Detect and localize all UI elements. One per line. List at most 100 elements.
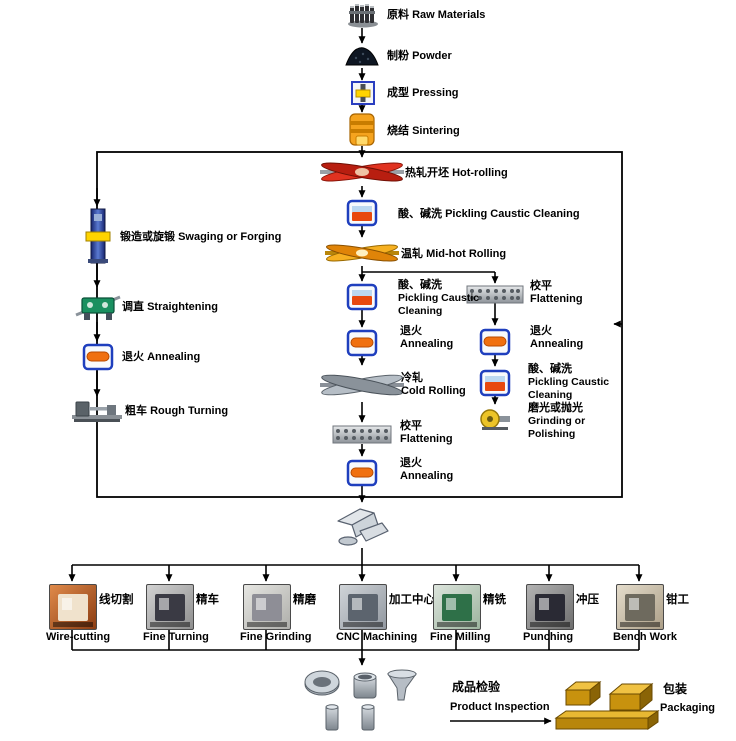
label-hot-rolling: 热轧开坯 Hot-rolling: [405, 167, 508, 180]
flattening-leveler-icon: [466, 285, 524, 304]
punching-en: Punching: [523, 631, 574, 643]
powder-pile-icon: [345, 47, 379, 66]
bench-work-image: [616, 584, 664, 630]
hot-rolling-icon: [320, 162, 404, 182]
fine-grinding-machine-image: [243, 584, 291, 630]
flattening-c-zh: 校平: [400, 420, 422, 432]
pickling-r-en2: Cleaning: [528, 389, 573, 401]
label-product-inspection-en: Product Inspection: [450, 701, 550, 714]
label-mid-hot-rolling: 温轧 Mid-hot Rolling: [401, 248, 506, 261]
fine-milling-zh: 精铣: [483, 594, 506, 606]
fine-grinding-zh: 精磨: [293, 594, 316, 606]
fine-turning-en: Fine Turning: [143, 631, 209, 643]
flattening-r-zh: 校平: [530, 280, 552, 292]
grinding-zh: 磨光或抛光: [528, 402, 583, 414]
label-annealing-left: 退火 Annealing: [122, 351, 200, 364]
annealing-r-en: Annealing: [530, 338, 584, 350]
packaging-crates-icon: [554, 680, 660, 730]
hot-rolling-zh: 热轧开坯: [405, 167, 449, 179]
pressing-zh: 成型: [387, 87, 409, 99]
label-powder: 制粉 Powder: [387, 50, 452, 63]
sintering-en: Sintering: [412, 125, 460, 137]
station-fine-turning: 精车 Fine Turning: [143, 584, 219, 646]
annealing-furnace-icon: [346, 329, 378, 357]
pickling-tank-icon: [346, 199, 378, 227]
cold-rolling-en: Cold Rolling: [401, 385, 466, 397]
label-flattening-right: 校平 Flattening: [530, 280, 583, 306]
station-cnc-machining: 加工中心 CNC Machining: [336, 584, 435, 646]
station-wire-cutting: 线切割 Wire-cutting: [46, 584, 134, 646]
cnc-machine-image: [339, 584, 387, 630]
semifinished-parts-icon: [337, 508, 389, 546]
annealing-c1-en: Annealing: [400, 338, 454, 350]
station-punching: 冲压 Punching: [523, 584, 599, 646]
label-packaging-en: Packaging: [660, 702, 715, 715]
raw-materials-en: Raw Materials: [412, 9, 486, 21]
cold-rolling-zh: 冷轧: [401, 372, 423, 384]
straightening-en: Straightening: [147, 301, 218, 313]
grinding-wheel-icon: [480, 409, 510, 430]
annealing-r-zh: 退火: [530, 325, 552, 337]
rough-turning-zh: 粗车: [125, 405, 147, 417]
annealing-l-zh: 退火: [122, 351, 144, 363]
swaging-zh: 锻造或旋锻: [120, 231, 175, 243]
cold-rolling-icon: [320, 374, 404, 396]
label-flattening-center: 校平 Flattening: [400, 420, 453, 446]
label-pickling-2: 酸、碱洗 Pickling Caustic Cleaning: [398, 279, 479, 318]
lathe-icon: [72, 401, 122, 422]
annealing-furnace-icon: [82, 343, 114, 371]
flattening-c-en: Flattening: [400, 433, 453, 445]
label-raw-materials: 原料 Raw Materials: [387, 9, 485, 22]
wire-cutting-machine-image: [49, 584, 97, 630]
swaging-press-icon: [85, 208, 111, 264]
pickling-tank-icon: [479, 369, 511, 397]
label-product-inspection-zh: 成品检验: [452, 681, 500, 694]
straightening-zh: 调直: [122, 301, 144, 313]
fine-turning-zh: 精车: [196, 594, 219, 606]
powder-en: Powder: [412, 50, 452, 62]
station-fine-grinding: 精磨 Fine Grinding: [240, 584, 316, 646]
label-sintering: 烧结 Sintering: [387, 125, 460, 138]
label-cold-rolling: 冷轧 Cold Rolling: [401, 372, 466, 398]
label-pickling-1: 酸、碱洗 Pickling Caustic Cleaning: [398, 208, 580, 221]
raw-materials-icon: [348, 4, 378, 28]
pickling-r-en1: Pickling Caustic: [528, 376, 610, 388]
annealing-c1-zh: 退火: [400, 325, 422, 337]
annealing-c2-en: Annealing: [400, 470, 454, 482]
product-inspection-zh: 成品检验: [452, 680, 501, 694]
annealing-furnace-icon: [479, 328, 511, 356]
label-packaging-zh: 包装: [663, 683, 687, 696]
fine-milling-machine-image: [433, 584, 481, 630]
pickling-r-zh: 酸、碱洗: [528, 363, 572, 375]
pickling-tank-icon: [346, 283, 378, 311]
annealing-c2-zh: 退火: [400, 457, 422, 469]
fine-turning-machine-image: [146, 584, 194, 630]
grinding-en1: Grinding or: [528, 415, 586, 427]
punching-machine-image: [526, 584, 574, 630]
flow-connectors: [68, 28, 643, 725]
station-bench-work: 钳工 Bench Work: [613, 584, 689, 646]
straightener-icon: [75, 295, 121, 320]
punching-zh: 冲压: [576, 594, 599, 606]
label-annealing-right: 退火 Annealing: [530, 325, 583, 351]
press-die-icon: [351, 81, 375, 105]
product-inspection-en: Product Inspection: [450, 701, 550, 713]
wire-cutting-en: Wire-cutting: [46, 631, 111, 643]
label-rough-turning: 粗车 Rough Turning: [125, 405, 228, 418]
bench-work-zh: 钳工: [666, 594, 689, 606]
swaging-en: Swaging or Forging: [178, 231, 282, 243]
station-fine-milling: 精铣 Fine Milling: [430, 584, 506, 646]
flattening-leveler-icon: [332, 425, 392, 444]
fine-milling-en: Fine Milling: [430, 631, 491, 643]
sintering-furnace-icon: [349, 113, 375, 146]
label-pickling-right: 酸、碱洗 Pickling Caustic Cleaning: [528, 363, 609, 402]
sintering-zh: 烧结: [387, 125, 409, 137]
flattening-r-en: Flattening: [530, 293, 583, 305]
pickling-2-zh: 酸、碱洗: [398, 279, 442, 291]
annealing-furnace-icon: [346, 459, 378, 487]
mid-hot-rolling-en: Mid-hot Rolling: [426, 248, 507, 260]
label-grinding-polishing: 磨光或抛光 Grinding or Polishing: [528, 402, 585, 441]
mid-hot-rolling-zh: 温轧: [401, 248, 423, 260]
annealing-l-en: Annealing: [147, 351, 201, 363]
